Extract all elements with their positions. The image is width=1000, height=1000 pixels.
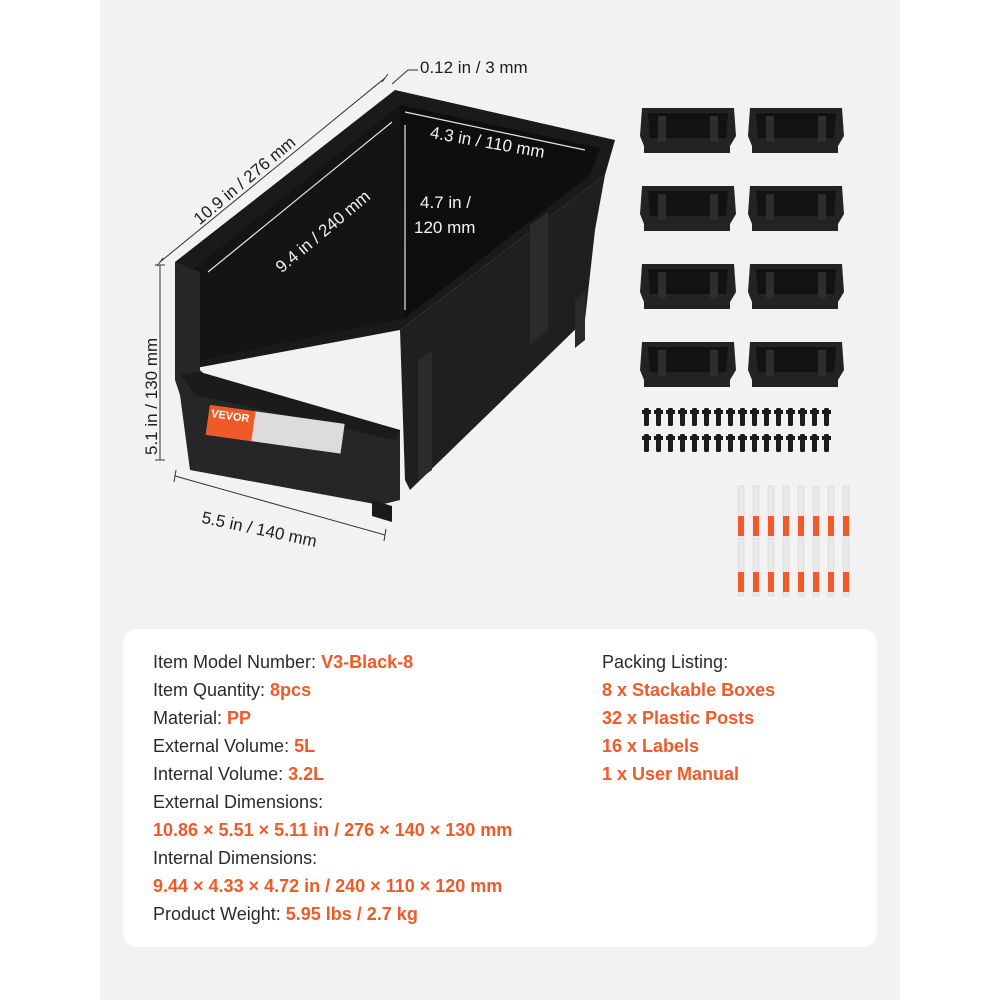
bin-side-wall: [400, 175, 605, 490]
spec-row: Item Quantity: 8pcs: [153, 680, 312, 700]
plastic-post: [822, 408, 831, 426]
mini-box: [748, 108, 844, 153]
plastic-post: [750, 434, 759, 452]
plastic-post: [678, 408, 687, 426]
label-strip: [752, 541, 760, 597]
dim-internal-height-1: 4.7 in /: [420, 193, 472, 212]
dim-wall-thickness: 0.12 in / 3 mm: [420, 58, 528, 77]
label-strip: [737, 541, 745, 597]
plastic-post: [642, 434, 651, 452]
packing-title: Packing Listing:: [602, 652, 729, 672]
spec-row: External Volume: 5L: [153, 736, 316, 756]
packing-item: 1 x User Manual: [602, 764, 740, 784]
plastic-post: [798, 434, 807, 452]
label-strip: [842, 485, 850, 541]
label-strip: [812, 541, 820, 597]
spec-row: Item Model Number: V3-Black-8: [153, 652, 414, 672]
dim-external-height: 5.1 in / 130 mm: [142, 337, 161, 455]
spec-value: 10.86 × 5.51 × 5.11 in / 276 × 140 × 130…: [153, 820, 513, 840]
plastic-post: [762, 434, 771, 452]
label-strip: [767, 485, 775, 541]
accessories-illustration: [640, 108, 850, 597]
plastic-post: [678, 434, 687, 452]
plastic-post: [774, 434, 783, 452]
label-strip: [782, 541, 790, 597]
stackable-boxes-group: [640, 108, 844, 387]
plastic-post: [786, 408, 795, 426]
plastic-post: [750, 408, 759, 426]
plastic-post: [738, 434, 747, 452]
plastic-post: [762, 408, 771, 426]
label-strip: [797, 541, 805, 597]
plastic-post: [642, 408, 651, 426]
plastic-post: [714, 408, 723, 426]
label-strip: [812, 485, 820, 541]
plastic-post: [690, 434, 699, 452]
bin-front: [175, 262, 400, 505]
plastic-post: [654, 408, 663, 426]
plastic-post: [690, 408, 699, 426]
plastic-post: [786, 434, 795, 452]
bin-illustration: [155, 69, 615, 542]
labels-group: [737, 485, 850, 597]
label-strip: [782, 485, 790, 541]
label-strip: [827, 485, 835, 541]
label-strip: [767, 541, 775, 597]
dim-internal-height-2: 120 mm: [414, 218, 476, 237]
plastic-post: [702, 434, 711, 452]
label-strip: [752, 485, 760, 541]
spec-row: Internal Volume: 3.2L: [153, 764, 325, 784]
mini-box: [640, 342, 736, 387]
spec-label: External Dimensions:: [153, 792, 324, 812]
plastic-post: [774, 408, 783, 426]
label-strip: [797, 485, 805, 541]
spec-label: Internal Dimensions:: [153, 848, 318, 868]
label-strip: [827, 541, 835, 597]
mini-box: [640, 108, 736, 153]
plastic-posts-group: [642, 408, 831, 452]
plastic-post: [810, 434, 819, 452]
mini-box: [748, 264, 844, 309]
label-strip: [737, 485, 745, 541]
packing-item: 32 x Plastic Posts: [602, 708, 755, 728]
plastic-post: [654, 434, 663, 452]
mini-box: [748, 186, 844, 231]
plastic-post: [810, 408, 819, 426]
plastic-post: [666, 408, 675, 426]
mini-box: [640, 264, 736, 309]
plastic-post: [666, 434, 675, 452]
packing-item: 16 x Labels: [602, 736, 700, 756]
plastic-post: [726, 408, 735, 426]
dimension-lines: [155, 69, 418, 542]
plastic-post: [726, 434, 735, 452]
mini-box: [640, 186, 736, 231]
label-strip: [842, 541, 850, 597]
plastic-post: [714, 434, 723, 452]
packing-item: 8 x Stackable Boxes: [602, 680, 776, 700]
plastic-post: [738, 408, 747, 426]
spec-row: Material: PP: [153, 708, 252, 728]
info-card: [123, 629, 877, 947]
spec-value: 9.44 × 4.33 × 4.72 in / 240 × 110 × 120 …: [153, 876, 503, 896]
plastic-post: [798, 408, 807, 426]
spec-row: Product Weight: 5.95 lbs / 2.7 kg: [153, 904, 418, 924]
plastic-post: [822, 434, 831, 452]
plastic-post: [702, 408, 711, 426]
mini-box: [748, 342, 844, 387]
